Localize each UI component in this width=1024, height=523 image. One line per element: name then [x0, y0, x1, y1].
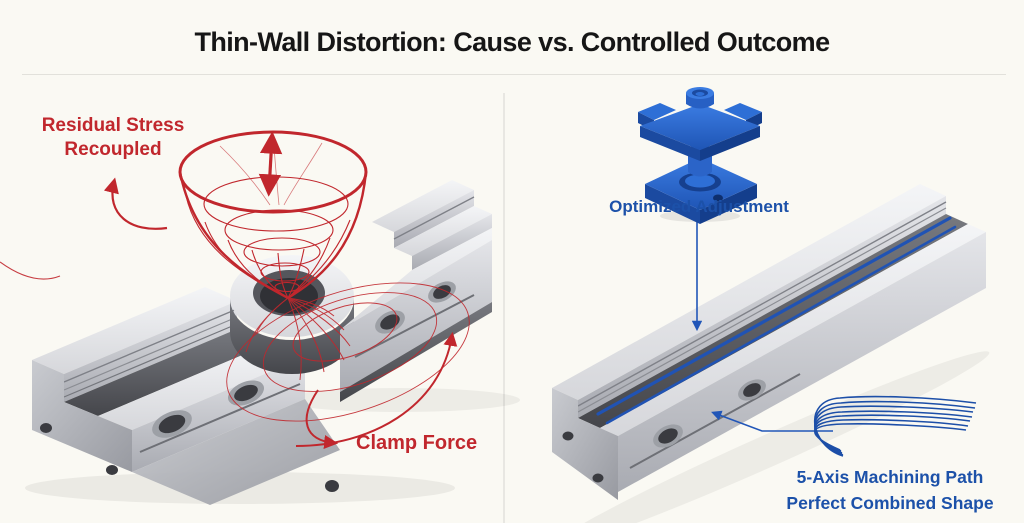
curved-up-arrow-icon: [103, 177, 168, 230]
pointer-lines: [691, 222, 833, 432]
clamp-force-arrow-icon: [305, 389, 339, 449]
machining-path-label-line2: Perfect Combined Shape: [786, 493, 994, 514]
residual-stress-label: Residual Stress Recoupled: [42, 114, 185, 163]
header-divider: [22, 74, 1006, 75]
clamp-fixture-icon: [638, 87, 762, 224]
page-title: Thin-Wall Distortion: Cause vs. Controll…: [194, 27, 830, 57]
swirl-arrow-icon: [295, 331, 458, 447]
stress-field-lines-icon: [0, 261, 470, 422]
residual-stress-label-line1: Residual Stress: [41, 115, 185, 136]
machined-rail-illustration: [552, 184, 986, 500]
machining-path-label-line1: 5-Axis Machining Path: [796, 467, 984, 487]
double-arrow-icon: [258, 131, 283, 197]
clamp-force-label: Clamp Force: [356, 432, 478, 454]
right-rail: [340, 180, 492, 402]
left-panel-art: [0, 130, 520, 505]
red-annotation-arrows: [103, 131, 458, 449]
machining-path-label: 5-Axis Machining Path Perfect Combined S…: [786, 464, 993, 517]
machining-path-stripes-icon: [596, 216, 957, 425]
machining-path-curves-icon: [813, 395, 977, 457]
right-shadow: [550, 351, 990, 523]
residual-stress-label-line2: Recoupled: [64, 139, 162, 161]
panel-divider: [503, 93, 505, 523]
optimized-adjustment-label: Optimized Adjustment: [609, 197, 789, 216]
path-pointer-line-icon: [711, 410, 833, 432]
central-boss: [230, 255, 354, 374]
right-panel-art: [550, 87, 990, 523]
